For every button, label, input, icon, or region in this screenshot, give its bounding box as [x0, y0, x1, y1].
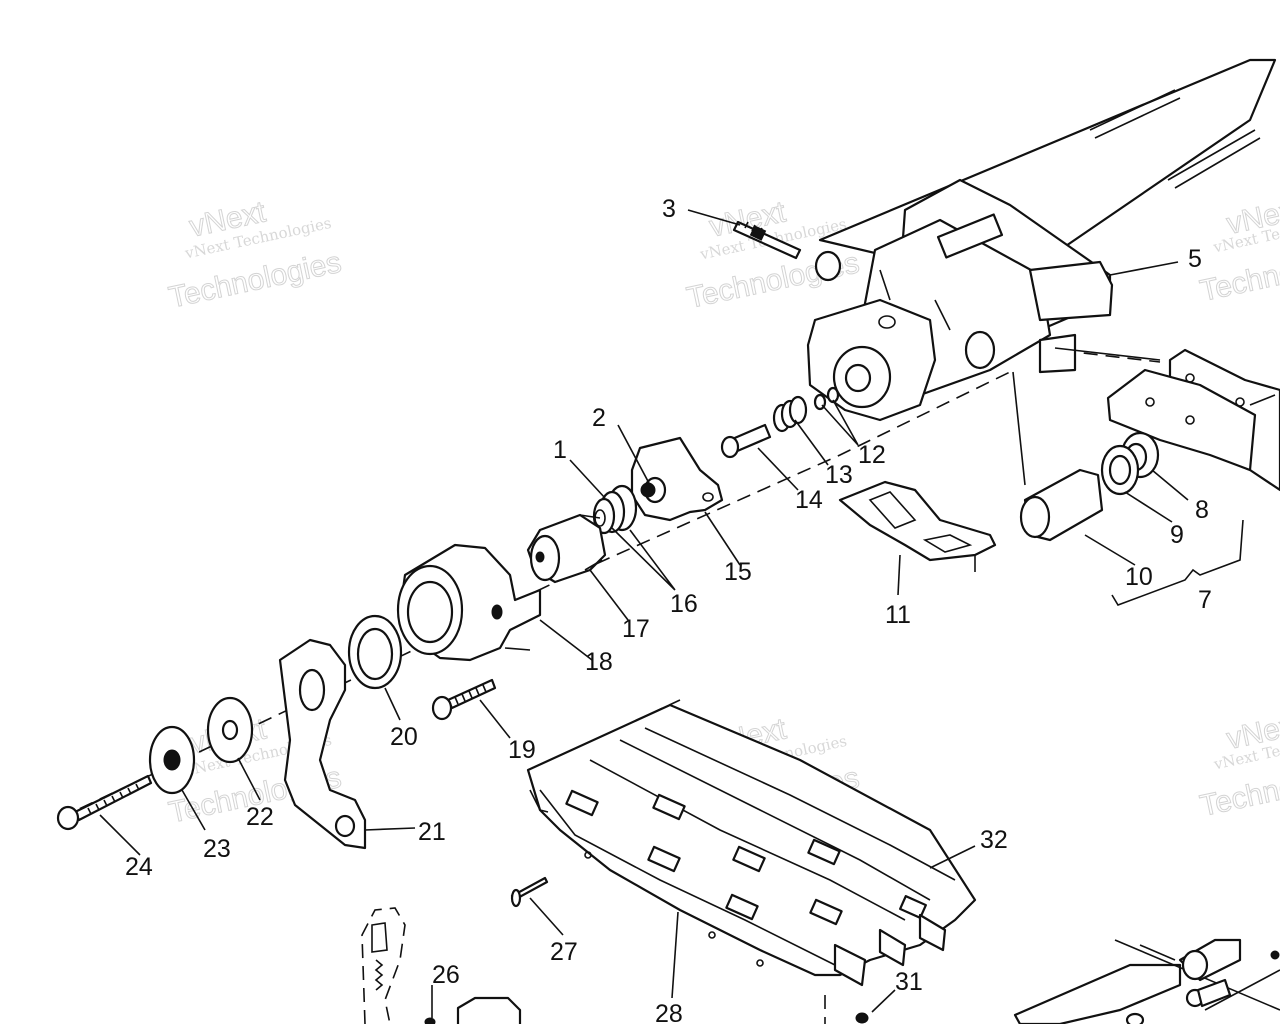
- callout-3: 3: [662, 195, 676, 223]
- plate-part-11: [838, 480, 997, 572]
- mount-bracket-right: [1106, 348, 1280, 492]
- sleeve-part-10: [1019, 468, 1104, 542]
- bearing-part-1: [592, 484, 638, 535]
- callout-5: 5: [1188, 245, 1202, 273]
- callout-27: 27: [550, 938, 578, 966]
- nut-part-2: [640, 482, 656, 498]
- rivet-part-27: [510, 876, 549, 908]
- callout-16: 16: [670, 590, 698, 618]
- callout-1: 1: [553, 436, 567, 464]
- watermark-right-bottom: vNext vNext Te Techno: [1197, 707, 1280, 823]
- callout-19: 19: [508, 736, 536, 764]
- o-ring-part-12: [813, 386, 840, 411]
- lower-right-assembly: [1013, 938, 1280, 1024]
- callout-32: 32: [980, 826, 1008, 854]
- callout-18: 18: [585, 648, 613, 676]
- callout-11: 11: [885, 601, 911, 629]
- shaft-coupler-part-17: [526, 513, 607, 584]
- callout-23: 23: [203, 835, 231, 863]
- washer-part-23: [148, 725, 196, 795]
- watermark-center-top: vNext vNext Technologies Technologies: [683, 195, 862, 316]
- long-bolt-part-24: [56, 774, 153, 831]
- flange-plate-part-15: [630, 436, 724, 522]
- callout-14: 14: [795, 486, 823, 514]
- callout-22: 22: [246, 803, 274, 831]
- collar-part-18: [396, 543, 542, 662]
- callout-13: 13: [825, 461, 853, 489]
- callout-9: 9: [1170, 521, 1184, 549]
- callout-15: 15: [724, 558, 752, 586]
- callout-24: 24: [125, 853, 153, 881]
- bracket-axis-line: [1039, 347, 1161, 363]
- callout-20: 20: [390, 723, 418, 751]
- spring-part-13: [772, 395, 808, 433]
- leader-lines: [99, 209, 1276, 1018]
- handle-part-26: [361, 907, 522, 1024]
- bolt-part-3: [732, 220, 802, 260]
- bracket-group-brace: [1111, 519, 1244, 606]
- callout-12: 12: [858, 441, 886, 469]
- watermark-text: Techno: [1197, 771, 1280, 823]
- callout-10: 10: [1125, 563, 1153, 591]
- callout-2: 2: [592, 404, 606, 432]
- callout-17: 17: [622, 615, 650, 643]
- screw-part-19: [431, 678, 497, 721]
- callout-28: 28: [655, 1000, 683, 1024]
- ring-part-20: [347, 614, 403, 690]
- runner-plate-part-32: [526, 703, 977, 987]
- callout-21: 21: [418, 818, 446, 846]
- steering-column-housing: [806, 58, 1277, 422]
- pin-part-14: [720, 423, 772, 459]
- watermark-left-top: vNext vNext Technologies Technologies: [165, 195, 344, 315]
- callout-31: 31: [895, 968, 923, 996]
- washer-part-9: [1100, 444, 1140, 496]
- watermark-text: Techno: [1197, 256, 1280, 308]
- callout-26: 26: [432, 961, 460, 989]
- washer-part-22: [206, 696, 254, 764]
- callout-labels: 1 2 3 5 7 8 9 10 11 12 13 14 15 16 17 18…: [125, 195, 1212, 1024]
- callout-7: 7: [1198, 586, 1212, 614]
- bolt-part-31: [824, 995, 869, 1024]
- bracket-arm-part-21: [278, 638, 367, 850]
- callout-8: 8: [1195, 496, 1209, 524]
